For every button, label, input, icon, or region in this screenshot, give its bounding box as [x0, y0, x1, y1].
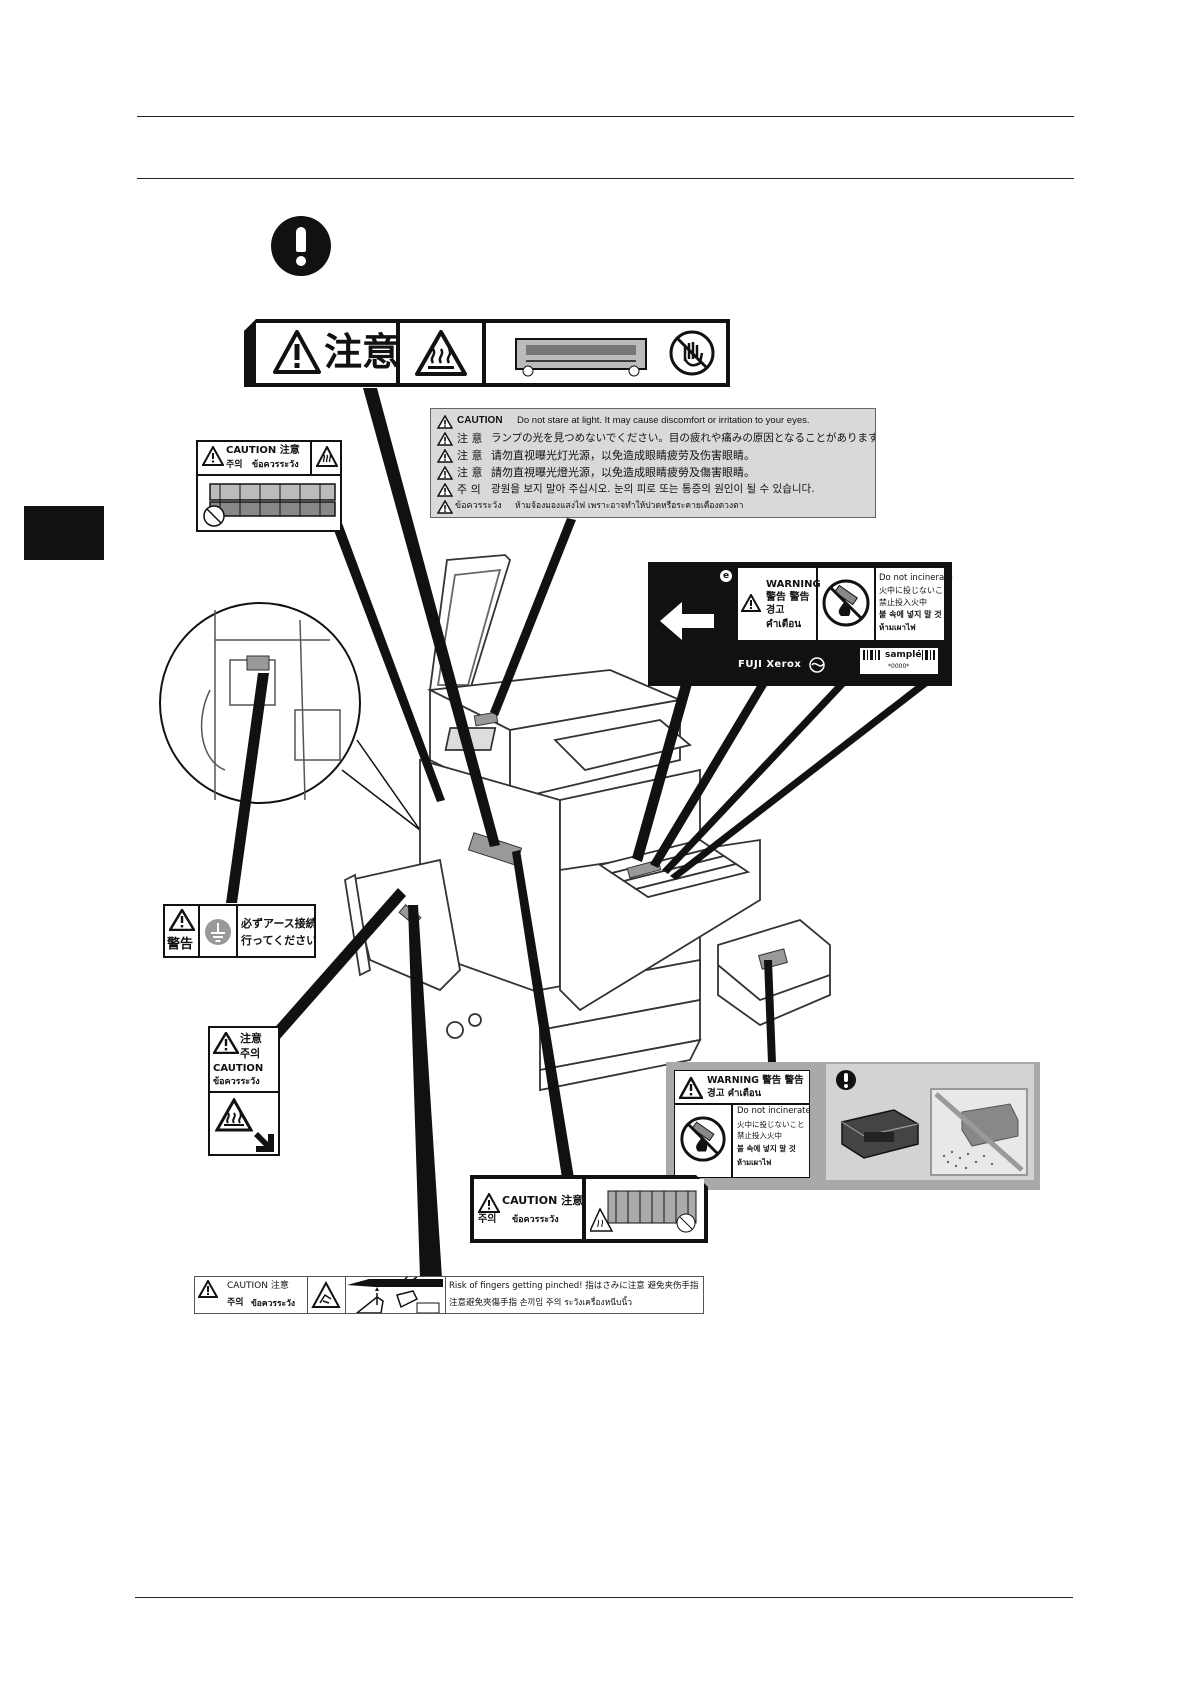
warning-triangle-icon: [437, 466, 453, 480]
waste-bottle-tilted-prohibited: [930, 1088, 1028, 1176]
hot-surface-icon: [415, 330, 467, 376]
ground-icon: [205, 919, 231, 945]
finger-pinch-illustration: [347, 1277, 443, 1313]
fuser-caution-label-top: 注意: [244, 319, 730, 387]
warning-triangle-icon: [273, 330, 321, 374]
hot-surface-icon: [215, 1098, 253, 1132]
fuser-unit-icon: [203, 483, 336, 527]
chapter-tab: [24, 506, 104, 560]
warning-triangle-icon: [202, 446, 224, 466]
brand-logo-mark: [809, 657, 825, 673]
warning-triangle-icon: [437, 415, 453, 429]
hot-surface-icon: [316, 446, 338, 467]
no-fire-icon: [822, 579, 870, 627]
waste-handling-illustration: [826, 1064, 1034, 1180]
mandatory-action-icon: [271, 216, 331, 276]
fuser-unit-icon: [515, 338, 647, 377]
warning-triangle-icon: [437, 483, 453, 497]
fuser-caution-label-bottom: CAUTION 注意 주의 ข้อควรระวัง: [470, 1175, 708, 1243]
pinch-caution-label: CAUTION 注意 주의 ข้อควรระวัง Risk of finger…: [194, 1276, 704, 1314]
warning-triangle-icon: [437, 500, 453, 514]
fuser-unit-icon: [590, 1190, 697, 1233]
pinch-hazard-icon: [311, 1281, 341, 1308]
fuser-caution-jp-text: 注意: [324, 330, 401, 374]
waste-bottle-upright-icon: [841, 1109, 919, 1159]
no-fire-icon: [680, 1116, 726, 1162]
footer-rule: [135, 1597, 1073, 1598]
barcode-icon: sample *0000*: [860, 648, 938, 674]
warning-triangle-icon: [741, 594, 761, 612]
warning-triangle-icon: [213, 1032, 239, 1054]
brand-logo: FUJI Xerox: [738, 659, 802, 670]
fuser-caution-label-left: CAUTION 注意 주의 ข้อควรระวัง: [196, 440, 342, 532]
header-rule-bottom: [137, 178, 1074, 179]
hot-surface-vertical-label: 注意 주의 CAUTION ข้อควรระวัง: [208, 1026, 280, 1156]
no-touch-icon: [669, 330, 715, 376]
lamp-caution-label: CAUTION Do not stare at light. It may ca…: [430, 408, 876, 518]
warning-triangle-icon: [437, 432, 453, 446]
ground-warning-label: 警告 必ずアース接続を 行ってください。: [163, 904, 316, 958]
warning-triangle-icon: [679, 1077, 703, 1099]
toner-warning-panel: e WARNING 警告 警告 경고 คำเตือน Do not incine…: [648, 562, 953, 686]
warning-triangle-icon: [198, 1280, 218, 1298]
left-arrow-icon: [660, 602, 714, 640]
header-rule-top: [137, 116, 1074, 117]
waste-warning-label: WARNING 警告 警告 경고 คำเตือน Do not incinera…: [674, 1070, 810, 1178]
warning-triangle-icon: [478, 1193, 500, 1213]
warning-triangle-icon: [169, 909, 195, 931]
warning-triangle-icon: [437, 449, 453, 463]
arrow-down-right-icon: [254, 1132, 274, 1152]
mandatory-action-icon: [836, 1070, 856, 1090]
